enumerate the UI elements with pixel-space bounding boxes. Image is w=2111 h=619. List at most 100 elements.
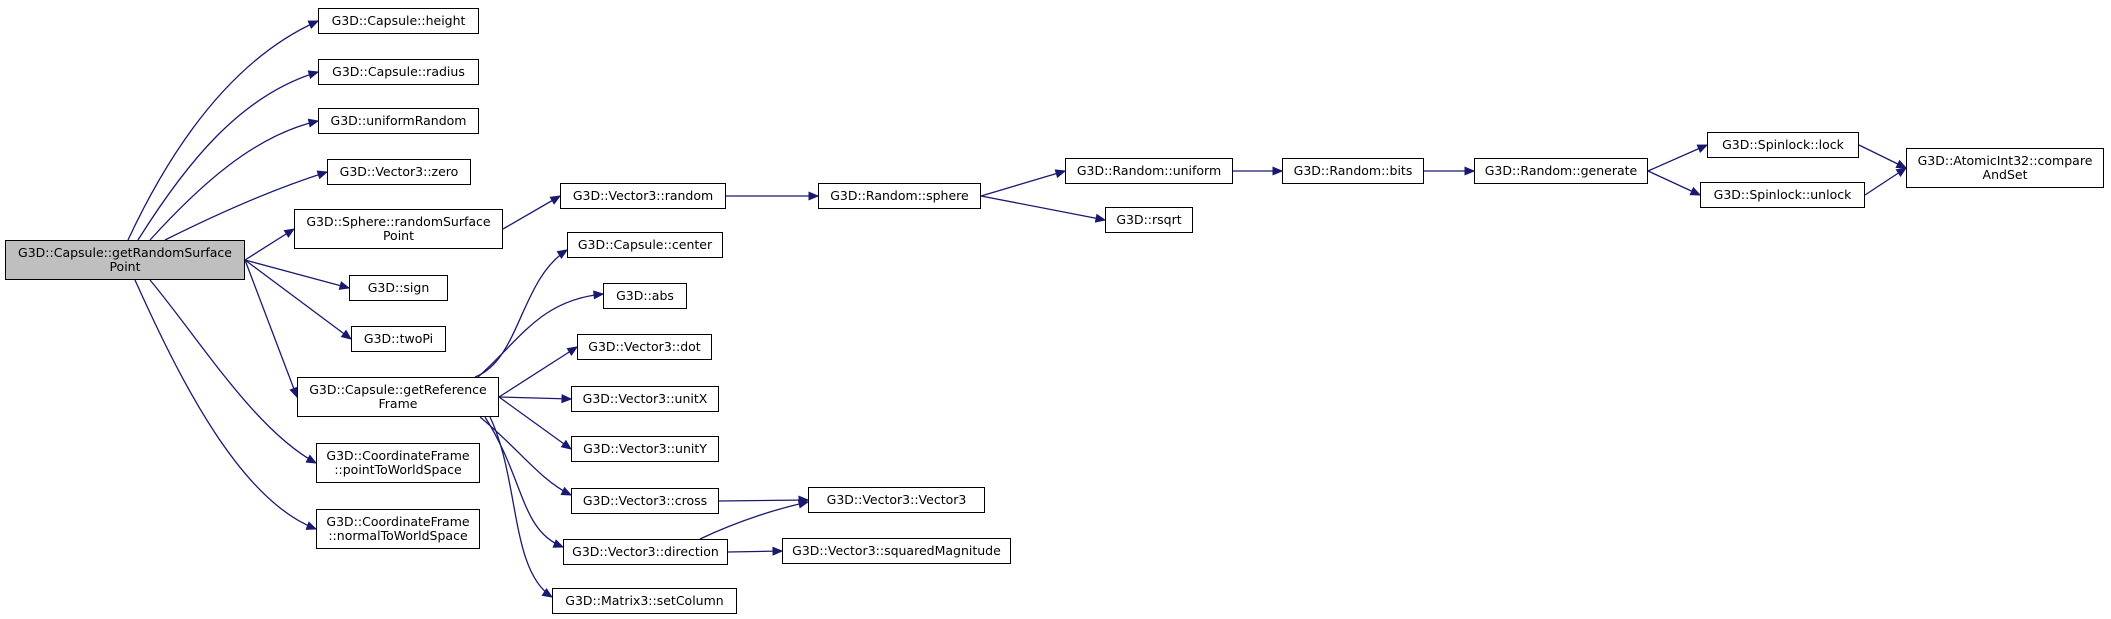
edge-line bbox=[137, 71, 319, 241]
edge-getReferenceFrame-to-unitX bbox=[498, 394, 573, 404]
node-lock[interactable]: G3D::Spinlock::lock bbox=[1707, 132, 1859, 158]
edge-arrowhead bbox=[556, 249, 569, 259]
edge-v3random-to-sphere bbox=[726, 191, 820, 201]
edge-getReferenceFrame-to-setColumn bbox=[489, 416, 554, 598]
node-bits[interactable]: G3D::Random::bits bbox=[1282, 158, 1424, 184]
edge-line bbox=[474, 249, 568, 378]
node-zero[interactable]: G3D::Vector3::zero bbox=[327, 159, 471, 185]
edge-arrowhead bbox=[307, 118, 320, 128]
edge-arrowhead bbox=[560, 486, 573, 496]
edge-cross-to-vector3ctor bbox=[718, 495, 810, 505]
edge-arrowhead bbox=[307, 20, 320, 30]
node-squared-magnitude[interactable]: G3D::Vector3::squaredMagnitude bbox=[782, 538, 1011, 564]
node-point-to-world-space[interactable]: G3D::CoordinateFrame::pointToWorldSpace bbox=[316, 443, 480, 483]
edge-getReferenceFrame-to-direction bbox=[484, 416, 565, 548]
edge-arrowhead bbox=[305, 454, 318, 464]
node-label-line: G3D::twoPi bbox=[363, 330, 434, 346]
edge-arrowhead bbox=[1696, 144, 1709, 153]
edge-arrowhead bbox=[1895, 159, 1908, 169]
node-cross[interactable]: G3D::Vector3::cross bbox=[571, 488, 719, 514]
edge-line bbox=[127, 20, 319, 241]
edge-bits-to-generate bbox=[1424, 166, 1476, 176]
edge-arrowhead bbox=[549, 195, 562, 205]
node-label-line: Point bbox=[109, 259, 141, 274]
node-label-line: G3D::Vector3::cross bbox=[582, 492, 708, 508]
edge-line bbox=[244, 228, 295, 261]
node-label-line: ::normalToWorldSpace bbox=[328, 528, 468, 543]
node-label-line: G3D::Vector3::squaredMagnitude bbox=[792, 542, 1001, 558]
node-v3random[interactable]: G3D::Vector3::random bbox=[560, 183, 726, 209]
edge-line bbox=[484, 416, 564, 548]
edge-arrowhead bbox=[797, 499, 810, 509]
node-label-line: Point bbox=[382, 228, 415, 243]
node-radius[interactable]: G3D::Capsule::radius bbox=[318, 59, 479, 85]
edge-arrowhead bbox=[552, 539, 565, 548]
edge-getRandomSurfacePoint-to-sign bbox=[244, 259, 351, 290]
edge-line bbox=[489, 416, 553, 598]
node-label-line: G3D::Capsule::getReference bbox=[309, 381, 487, 397]
node-label-line: G3D::Capsule::radius bbox=[332, 63, 465, 79]
node-label-line: G3D::Random::generate bbox=[1484, 162, 1638, 178]
node-generate[interactable]: G3D::Random::generate bbox=[1474, 158, 1648, 184]
edge-arrowhead bbox=[566, 346, 579, 356]
node-label-line: G3D::Vector3::direction bbox=[572, 543, 719, 559]
edge-line bbox=[1647, 170, 1701, 196]
edge-getRandomSurfacePoint-to-randomSurfacePoint bbox=[244, 228, 296, 261]
node-label-line: G3D::Capsule::center bbox=[577, 236, 713, 252]
node-set-column[interactable]: G3D::Matrix3::setColumn bbox=[552, 588, 737, 614]
node-unit-y[interactable]: G3D::Vector3::unitY bbox=[571, 436, 719, 462]
node-unlock[interactable]: G3D::Spinlock::unlock bbox=[1700, 182, 1865, 208]
edge-getRandomSurfacePoint-to-uniformRandom bbox=[149, 118, 320, 241]
node-sign[interactable]: G3D::sign bbox=[349, 275, 448, 301]
edge-lock-to-compareAndSet bbox=[1858, 144, 1908, 169]
node-uniform-random[interactable]: G3D::uniformRandom bbox=[318, 108, 479, 134]
edge-line bbox=[477, 293, 604, 378]
node-label-line: AndSet bbox=[1982, 167, 2028, 182]
edge-getRandomSurfacePoint-to-zero bbox=[164, 170, 329, 241]
node-label-line: G3D::rsqrt bbox=[1116, 211, 1182, 227]
edge-arrowhead bbox=[1464, 166, 1476, 176]
edge-direction-to-vector3ctor bbox=[699, 499, 810, 540]
node-label-line: G3D::Vector3::zero bbox=[339, 163, 459, 179]
edge-generate-to-lock bbox=[1647, 144, 1709, 172]
node-dot[interactable]: G3D::Vector3::dot bbox=[577, 334, 712, 360]
edge-arrowhead bbox=[305, 521, 318, 530]
node-label-line: G3D::Vector3::unitY bbox=[583, 440, 707, 456]
edge-getReferenceFrame-to-unitY bbox=[498, 396, 573, 450]
node-center[interactable]: G3D::Capsule::center bbox=[567, 232, 723, 258]
node-label-line: G3D::Spinlock::unlock bbox=[1713, 186, 1852, 202]
node-label-line: G3D::sign bbox=[367, 279, 430, 295]
node-unit-x[interactable]: G3D::Vector3::unitX bbox=[571, 386, 719, 412]
node-label-line: G3D::Random::uniform bbox=[1076, 162, 1222, 178]
edge-line bbox=[1647, 144, 1708, 172]
node-two-pi[interactable]: G3D::twoPi bbox=[351, 326, 446, 352]
node-label-line: G3D::Vector3::random bbox=[572, 187, 714, 203]
node-uniform[interactable]: G3D::Random::uniform bbox=[1065, 158, 1233, 184]
edge-sphere-to-uniform bbox=[980, 169, 1067, 197]
node-abs[interactable]: G3D::abs bbox=[603, 283, 687, 309]
node-label-line: G3D::Vector3::Vector3 bbox=[826, 491, 967, 507]
edge-arrowhead bbox=[593, 290, 605, 300]
node-label-line: G3D::Capsule::getRandomSurface bbox=[18, 244, 232, 260]
edge-arrowhead bbox=[338, 281, 351, 290]
edge-getRandomSurfacePoint-to-normalToWorldSpace bbox=[134, 279, 318, 530]
node-label-line: G3D::Spinlock::lock bbox=[1722, 136, 1844, 152]
edge-line bbox=[244, 259, 350, 289]
edge-getRandomSurfacePoint-to-height bbox=[127, 20, 320, 241]
edge-getReferenceFrame-to-abs bbox=[477, 290, 605, 378]
edge-line bbox=[164, 171, 328, 241]
node-normal-to-world-space[interactable]: G3D::CoordinateFrame::normalToWorldSpace bbox=[316, 509, 480, 549]
edge-getRandomSurfacePoint-to-twoPi bbox=[244, 259, 353, 340]
node-rsqrt[interactable]: G3D::rsqrt bbox=[1105, 207, 1193, 233]
node-height[interactable]: G3D::Capsule::height bbox=[318, 8, 479, 34]
node-vector3ctor[interactable]: G3D::Vector3::Vector3 bbox=[808, 487, 985, 513]
node-direction[interactable]: G3D::Vector3::direction bbox=[563, 539, 728, 565]
node-sphere[interactable]: G3D::Random::sphere bbox=[818, 183, 981, 209]
node-label-line: G3D::Random::bits bbox=[1293, 162, 1413, 178]
